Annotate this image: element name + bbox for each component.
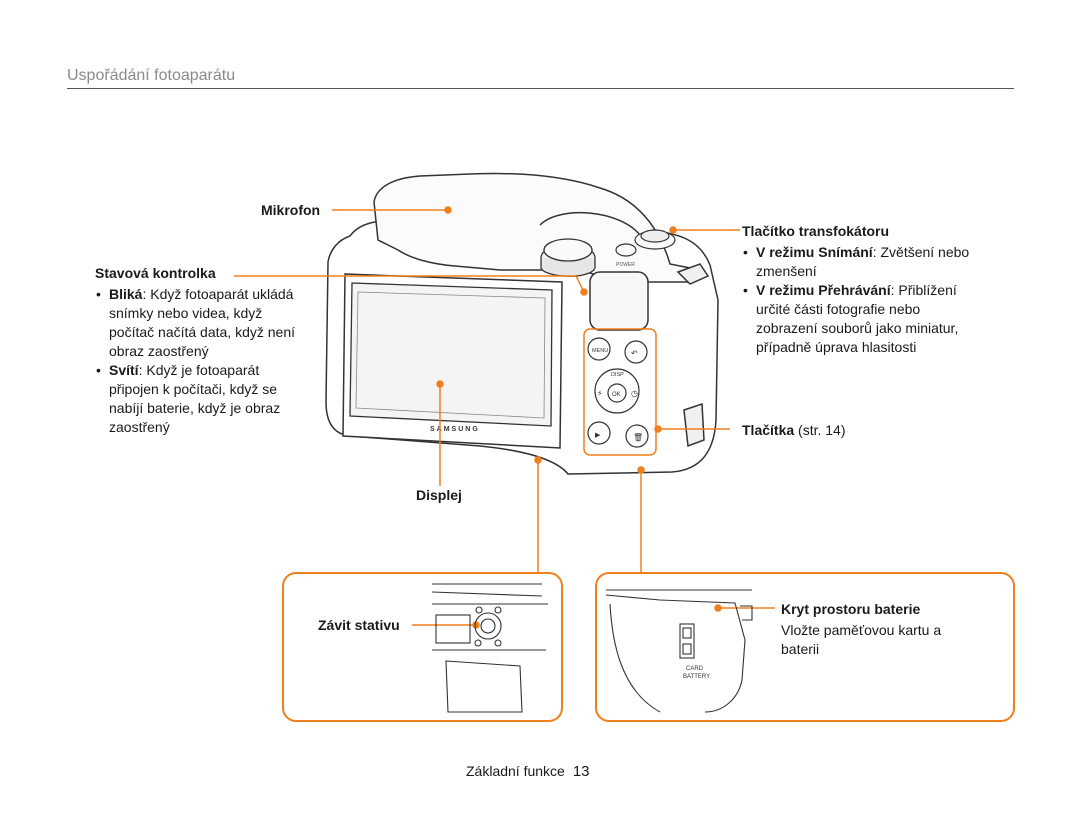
battery-cover-description: Vložte paměťovou kartu a baterii	[781, 622, 942, 657]
battery-label: BATTERY	[683, 674, 710, 680]
lcd-screen	[342, 273, 563, 449]
playback-icon: ▶	[595, 431, 601, 439]
battery-inset-box	[595, 572, 1015, 722]
back-icon: ↶	[630, 349, 638, 358]
header-title: Uspořádání fotoaparátu	[67, 67, 236, 84]
status-light-label: Stavová kontrolka	[95, 265, 216, 281]
tripod-inset-box	[282, 572, 563, 722]
delete-icon: 🗑	[633, 433, 643, 442]
power-label: POWER	[616, 262, 635, 268]
mode-dial	[540, 238, 596, 277]
header-rule	[67, 88, 1014, 89]
timer-icon: ◷	[631, 389, 638, 398]
disp-button: DISP	[611, 372, 624, 378]
card-label: CARD	[686, 666, 704, 672]
page-number: 13	[572, 763, 590, 780]
ok-button: OK	[612, 392, 621, 398]
menu-button: MENU	[592, 348, 608, 354]
tripod-detail	[431, 583, 548, 713]
buttons-highlight-frame	[583, 328, 657, 456]
status-light-description: Bliká: Když fotoaparát ukládá snímky neb…	[95, 285, 335, 437]
page-footer: Základní funkce 13	[466, 763, 590, 780]
display-label: Displej	[416, 487, 462, 503]
flash-icon: ⚡	[597, 389, 603, 398]
callout-lines	[234, 206, 775, 629]
power-and-zoom	[615, 229, 676, 257]
tripod-mount-label: Závit stativu	[318, 617, 400, 633]
zoom-button-description: V režimu Snímání: Zvětšení nebo zmenšení…	[742, 243, 1012, 357]
microphone-label: Mikrofon	[261, 202, 321, 218]
buttons-label: Tlačítka (str. 14)	[742, 422, 846, 438]
camera-brand: SAMSUNG	[430, 426, 480, 433]
battery-cover-label: Kryt prostoru baterie	[781, 601, 921, 617]
control-buttons	[587, 337, 649, 448]
zoom-button-label: Tlačítko transfokátoru	[742, 223, 890, 239]
battery-cover-detail	[605, 589, 753, 713]
footer-section: Základní funkce	[466, 763, 565, 779]
